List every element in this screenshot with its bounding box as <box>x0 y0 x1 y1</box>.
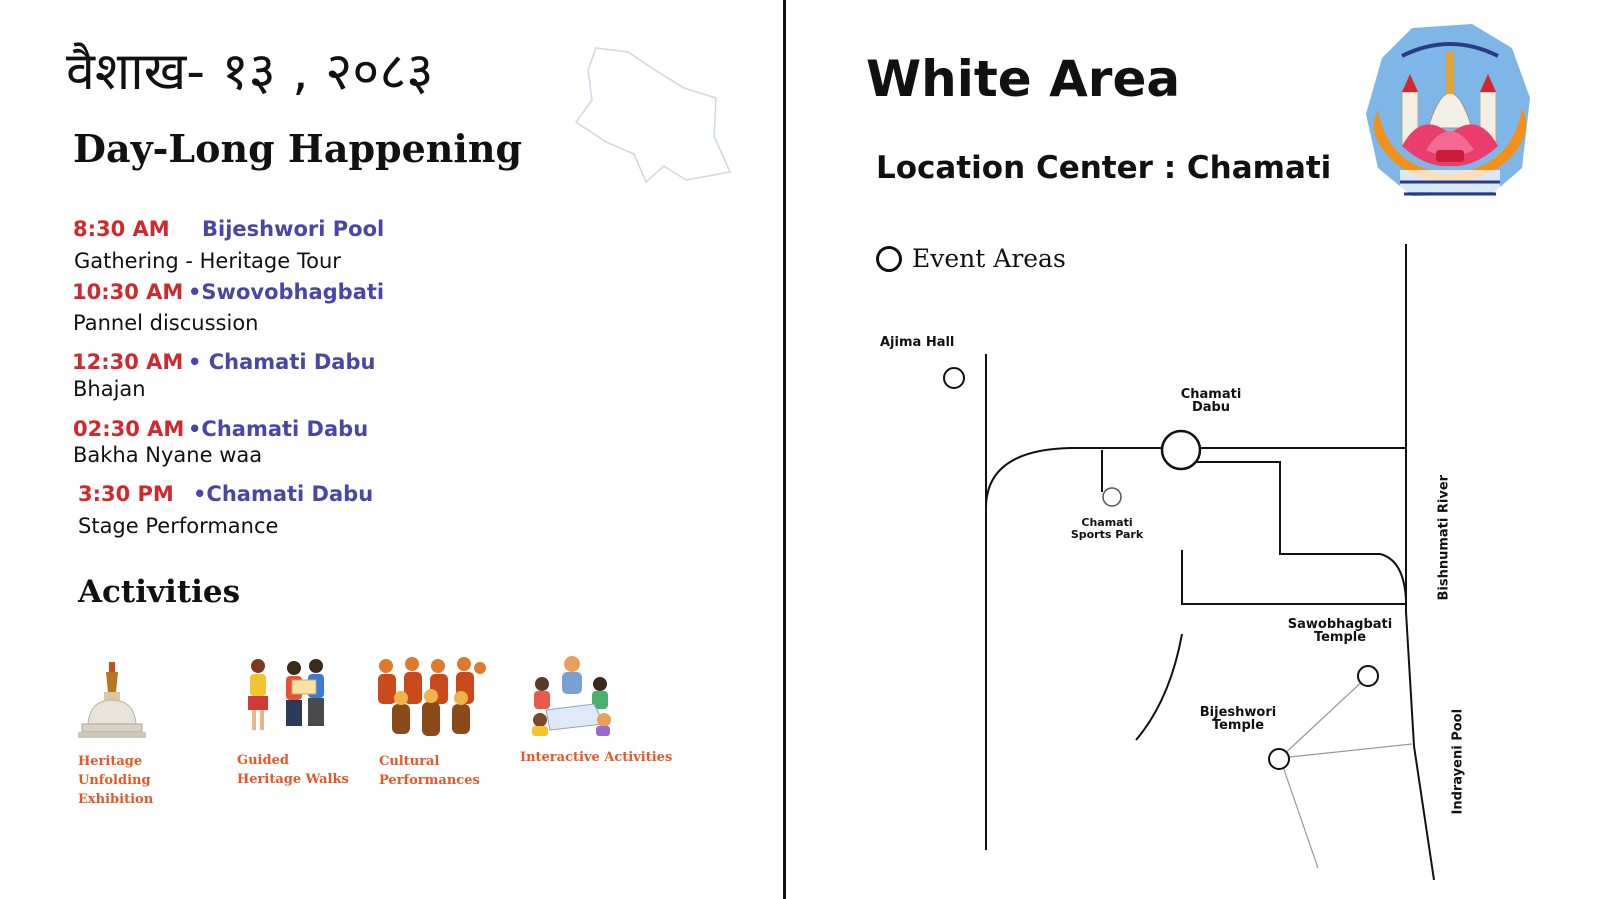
schedule-place-3: • Chamati Dabu <box>188 350 376 374</box>
map-label-bijeshwori: Bijeshwori Temple <box>1199 705 1277 733</box>
schedule-place-4: •Chamati Dabu <box>188 417 369 441</box>
dancers-icon <box>378 657 486 736</box>
district-outline-icon <box>574 47 732 184</box>
activity-label-3: Cultural Performances <box>379 754 480 788</box>
group-activity-icon <box>532 656 611 736</box>
map-label-sports-park: Chamati Sports Park <box>1070 516 1144 541</box>
schedule-event-2: Pannel discussion <box>73 311 259 335</box>
activities-heading: Activities <box>78 574 241 610</box>
map-label-sawobhagbati: Sawobhagbati Temple <box>1287 617 1393 645</box>
map-legend: Event Areas <box>876 244 1066 273</box>
map-label-indrayeni: Indrayeni Pool <box>1450 708 1466 815</box>
nepali-date: वैशाख- १३ , २०८३ <box>66 42 434 102</box>
schedule-time-1: 8:30 AM <box>73 217 170 241</box>
center-divider <box>783 0 786 899</box>
activity-label-4: Interactive Activities <box>520 750 673 765</box>
legend-label: Event Areas <box>912 244 1066 273</box>
stupa-icon <box>78 662 146 738</box>
map-label-bishnumati: Bishnumati River <box>1436 474 1452 601</box>
area-title: White Area <box>866 50 1181 108</box>
event-map <box>943 244 1435 881</box>
festival-logo <box>1366 24 1530 196</box>
schedule-time-3: 12:30 AM <box>72 350 184 374</box>
day-long-heading: Day-Long Happening <box>73 126 523 171</box>
schedule-place-5: •Chamati Dabu <box>193 482 374 506</box>
schedule-event-1: Gathering - Heritage Tour <box>74 249 341 273</box>
activity-label-2: Guided Heritage Walks <box>237 753 349 787</box>
location-center: Location Center : Chamati <box>876 150 1332 186</box>
map-label-chamati-dabu: Chamati Dabu <box>1180 387 1242 415</box>
event-area-legend-icon <box>876 245 902 272</box>
schedule-place-1: Bijeshwori Pool <box>202 217 385 241</box>
schedule-time-5: 3:30 PM <box>78 482 174 506</box>
schedule-event-5: Stage Performance <box>78 514 279 538</box>
activity-label-1: Heritage Unfolding Exhibition <box>78 754 154 807</box>
schedule-event-3: Bhajan <box>73 377 146 401</box>
schedule-place-2: •Swovobhagbati <box>188 280 385 304</box>
map-label-ajima-hall: Ajima Hall <box>880 335 955 350</box>
schedule-time-2: 10:30 AM <box>72 280 184 304</box>
schedule-event-4: Bakha Nyane waa <box>73 443 263 467</box>
schedule-time-4: 02:30 AM <box>73 417 185 441</box>
walkers-icon <box>248 659 324 730</box>
